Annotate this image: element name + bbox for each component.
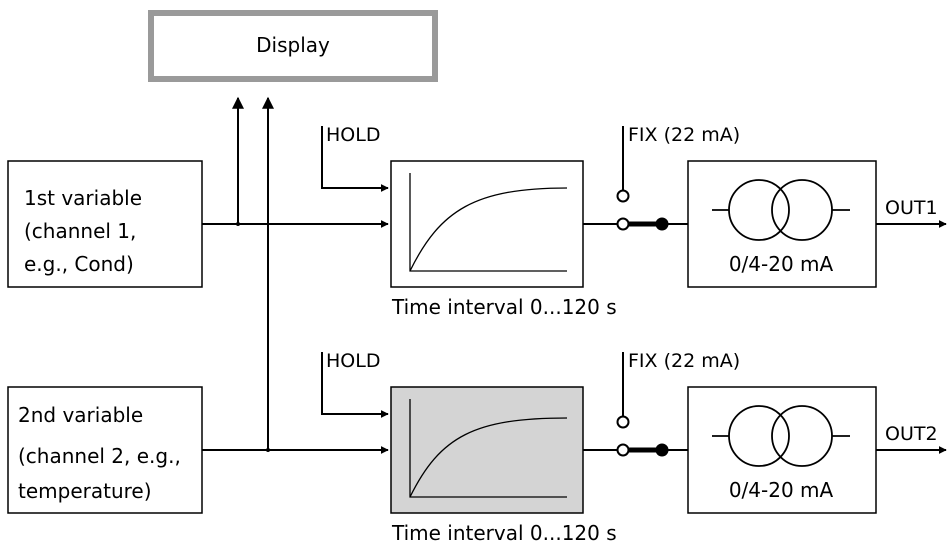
switch-contact-2 (616, 443, 630, 457)
hold-label-2: HOLD (326, 350, 380, 372)
fix-contact-1 (616, 189, 630, 203)
input-line-1-1: 1st variable (24, 186, 142, 210)
fix-contact-2 (616, 415, 630, 429)
input-box-1 (7, 160, 203, 288)
channel-1: 1st variable (channel 1, e.g., Cond) HOL… (7, 124, 947, 319)
input-line-2-3: temperature) (18, 479, 152, 503)
filter-label-1: Time interval 0...120 s (391, 295, 617, 319)
display-block: Display (148, 10, 438, 82)
fix-label-2: FIX (22 mA) (628, 350, 740, 372)
input-line-2-2: (channel 2, e.g., (18, 444, 181, 468)
input-line-1-2: (channel 1, (24, 219, 136, 243)
hold-label-1: HOLD (326, 124, 380, 146)
display-label: Display (256, 33, 330, 57)
filter-curve-2 (409, 417, 568, 498)
display-box (148, 10, 438, 82)
input-box-2 (7, 386, 203, 514)
converter-box-2 (687, 386, 877, 514)
filter-box-2 (390, 386, 584, 514)
input-line-2-1: 2nd variable (18, 403, 143, 427)
filter-curve-1 (409, 187, 568, 272)
filter-box-1 (390, 160, 584, 288)
hold-line-2 (321, 352, 389, 418)
input-line-1-3: e.g., Cond) (24, 252, 134, 276)
output-label-2: OUT2 (885, 423, 938, 445)
hold-line-1 (321, 126, 389, 192)
output-label-1: OUT1 (885, 197, 938, 219)
converter-box-1 (687, 160, 877, 288)
filter-label-2: Time interval 0...120 s (391, 521, 617, 545)
switch-contact-1 (616, 217, 630, 231)
fix-label-1: FIX (22 mA) (628, 124, 740, 146)
converter-label-2: 0/4-20 mA (729, 478, 834, 502)
channel-2: 2nd variable (channel 2, e.g., temperatu… (7, 350, 947, 545)
converter-label-1: 0/4-20 mA (729, 252, 834, 276)
